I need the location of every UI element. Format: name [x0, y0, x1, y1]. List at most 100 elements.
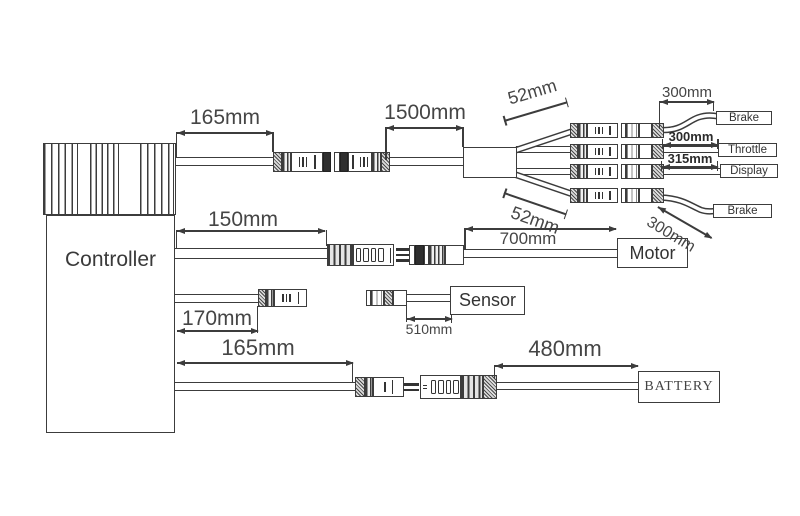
sensor-box: Sensor [450, 286, 525, 315]
throttle-lead-cable [663, 146, 720, 153]
extension-line [351, 362, 353, 383]
extension-line [175, 230, 177, 248]
motor-label: Motor [629, 242, 676, 263]
brake-top-label: Brake [728, 112, 760, 124]
brake-bottom-connector-male [621, 188, 664, 203]
extension-line [272, 132, 274, 152]
brake-top-connector-female [570, 123, 618, 138]
dim-line-motor-700 [465, 228, 616, 230]
connector-hatch [273, 152, 282, 172]
extension-line [325, 230, 327, 246]
sensor-connector-male [366, 290, 407, 306]
display-connector-male [621, 164, 664, 179]
fin-group [44, 144, 78, 214]
connector-body [291, 152, 323, 172]
motor-connector-male [396, 245, 464, 265]
connector-tip [323, 152, 331, 172]
display-connector-female [570, 164, 618, 179]
dim-line-brake-top-300 [660, 101, 714, 103]
brake-bottom-label: Brake [727, 205, 758, 217]
fin-group [90, 144, 119, 214]
dim-line-sensor-170 [177, 330, 258, 332]
sensor-connector-female [258, 289, 307, 307]
display-branch-cable [516, 168, 573, 175]
throttle-label: Throttle [728, 144, 767, 156]
dim-text-sensor-170: 170mm [181, 307, 253, 330]
extension-line [493, 365, 495, 379]
extension-line [385, 127, 387, 160]
controller-box: Controller [46, 215, 175, 433]
connector-body [348, 152, 372, 172]
battery-box: BATTERY [638, 371, 720, 403]
dim-line-battery-165 [177, 362, 353, 364]
dim-text-display-315: 315mm [667, 151, 713, 166]
connector-pins [396, 245, 409, 265]
dim-line-battery-480 [495, 365, 638, 367]
sensor-cable [405, 294, 452, 302]
dim-text-harness-165: 165mm [189, 106, 261, 129]
dim-text-brake-top-300: 300mm [661, 84, 713, 101]
extension-line [717, 139, 719, 149]
splitter-sleeve [463, 147, 517, 178]
connector-ribs [282, 152, 291, 172]
dim-line-sensor-510 [407, 318, 452, 320]
extension-line [716, 161, 718, 171]
extension-line [660, 161, 662, 171]
dim-text-motor-700: 700mm [499, 229, 557, 248]
sensor-label: Sensor [458, 290, 517, 310]
dim-line-throttle-300 [663, 144, 718, 146]
harness-connector-male [334, 152, 390, 172]
dim-text-harness-1500: 1500mm [384, 101, 466, 124]
extension-line [405, 303, 407, 322]
harness-cable [175, 157, 274, 166]
harness-connector-female [273, 152, 331, 172]
brake-bottom-box: Brake [713, 204, 772, 218]
dim-line-motor-150 [177, 230, 325, 232]
brake-top-connector-male [621, 123, 664, 138]
display-box: Display [720, 164, 778, 178]
throttle-connector-female [570, 144, 618, 159]
motor-cable [462, 249, 619, 258]
battery-connector-male [355, 377, 419, 397]
connector-collar [340, 152, 348, 172]
throttle-connector-male [621, 144, 664, 159]
motor-connector-female [327, 244, 394, 266]
dim-text-sensor-510: 510mm [405, 321, 453, 337]
display-lead-cable [663, 168, 722, 175]
dim-text-motor-150: 150mm [207, 208, 279, 231]
display-label: Display [730, 165, 768, 177]
dim-text-battery-480: 480mm [528, 336, 602, 361]
brake-top-box: Brake [716, 111, 772, 125]
connector-pins [404, 377, 419, 397]
fin-group [140, 144, 174, 214]
extension-line [464, 228, 466, 250]
brake-bottom-connector-female [570, 188, 618, 203]
battery-cable [494, 382, 640, 390]
extension-line [462, 127, 464, 147]
dim-text-throttle-300: 300mm [668, 129, 714, 144]
dim-line-harness-1500 [386, 127, 463, 129]
motor-cable [175, 248, 329, 259]
motor-box: Motor [617, 238, 688, 268]
sensor-cable [175, 294, 260, 303]
battery-connector-female [420, 375, 497, 399]
controller-label: Controller [64, 248, 157, 271]
dim-text-battery-165: 165mm [221, 335, 295, 360]
extension-line [175, 132, 177, 157]
controller-heatsink-fins [43, 143, 176, 215]
throttle-branch-cable [516, 146, 573, 153]
battery-label: BATTERY [644, 379, 714, 394]
connector-tip [334, 152, 340, 172]
dim-line-display-315 [662, 166, 718, 168]
throttle-box: Throttle [718, 143, 777, 157]
harness-cable [387, 157, 465, 166]
connector-ribs [372, 152, 381, 172]
dim-line-harness-165 [177, 132, 273, 134]
extension-line [712, 101, 714, 111]
extension-line [658, 101, 660, 129]
extension-line [661, 139, 663, 149]
extension-line [256, 306, 258, 333]
extension-line [450, 315, 452, 323]
